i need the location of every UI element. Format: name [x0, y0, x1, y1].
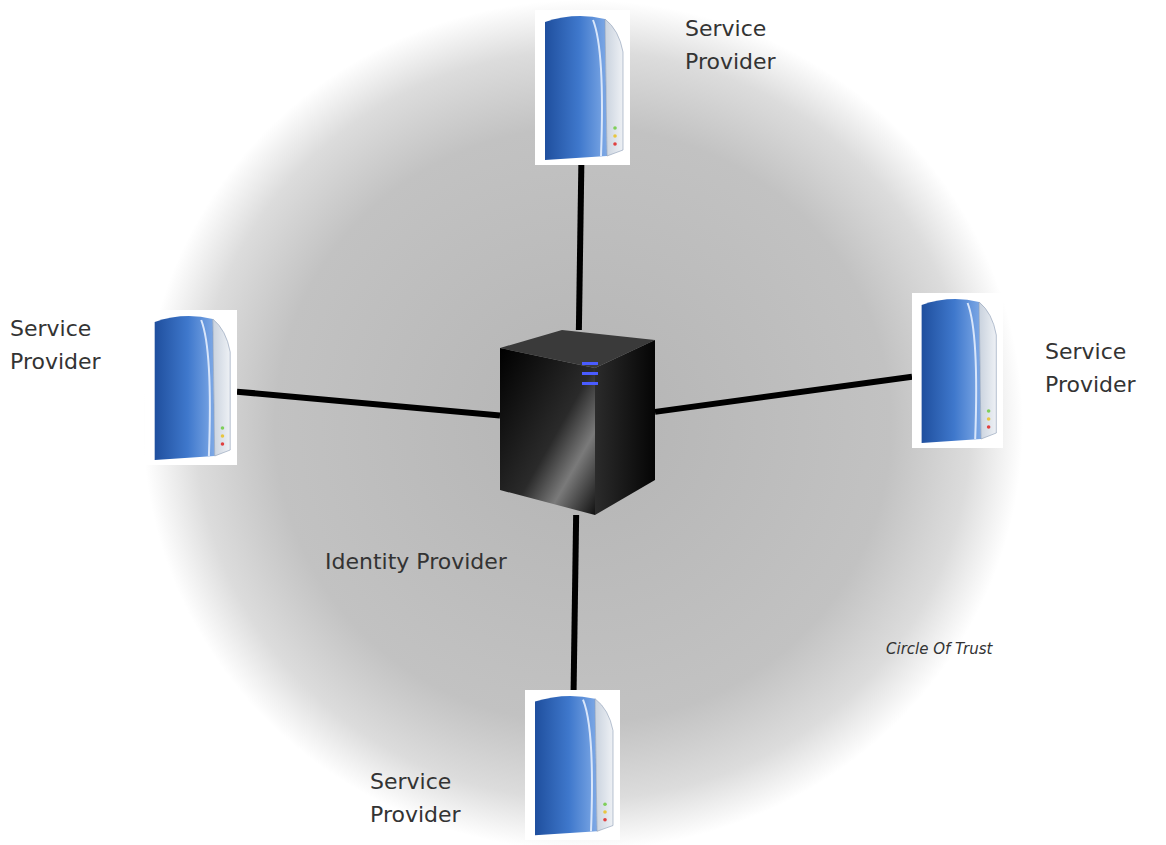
service-provider-node: Service Provider: [10, 310, 239, 467]
status-light: [221, 426, 225, 430]
service-provider-node: Service Provider: [535, 10, 778, 167]
server-icon-blue: [525, 690, 620, 840]
server-side: [213, 319, 230, 456]
status-light: [603, 818, 607, 822]
trust-link: [574, 515, 577, 690]
status-light: [613, 134, 617, 138]
server-highlight: [201, 320, 210, 456]
server-front: [500, 348, 595, 515]
status-light: [987, 409, 991, 413]
server-front: [155, 316, 215, 460]
server-icon-blue: [535, 10, 630, 165]
server-icon-black: [500, 330, 655, 515]
identity-provider-node: Identity Provider: [325, 330, 657, 580]
trust-link: [579, 165, 581, 330]
server-side: [595, 699, 613, 832]
server-highlight: [593, 20, 602, 156]
server-front: [535, 696, 597, 835]
trust-link: [655, 377, 912, 412]
server-side: [605, 19, 623, 156]
node-label: Service Provider: [10, 312, 101, 378]
status-light: [221, 434, 225, 438]
node-label: Service Provider: [1045, 335, 1136, 401]
node-label: Service Provider: [370, 765, 461, 831]
drive-light: [582, 362, 598, 365]
icon-ground: [535, 10, 630, 165]
server-front: [922, 299, 981, 443]
icon-ground: [525, 690, 620, 840]
trust-ground: [143, 0, 1023, 845]
status-light: [603, 810, 607, 814]
status-light: [221, 442, 225, 446]
server-icon-blue: [912, 293, 1003, 448]
node-label: Identity Provider: [325, 545, 507, 578]
status-light: [603, 802, 607, 806]
server-side: [595, 340, 655, 515]
drive-light: [582, 382, 598, 385]
icon-ground: [912, 293, 1003, 448]
server-highlight: [968, 303, 977, 439]
region-label: Circle Of Trust: [886, 640, 992, 658]
service-provider-node: Service Provider: [370, 690, 622, 842]
status-light: [613, 142, 617, 146]
icon-ground: [145, 310, 237, 465]
server-icon-blue: [145, 310, 237, 465]
status-light: [987, 425, 991, 429]
drive-light: [582, 372, 598, 375]
status-light: [613, 126, 617, 130]
trust-link: [237, 392, 500, 416]
server-highlight: [583, 700, 592, 832]
status-light: [987, 417, 991, 421]
server-side: [979, 302, 996, 439]
node-label: Service Provider: [685, 12, 776, 78]
service-provider-node: Service Provider: [912, 293, 1138, 450]
server-front: [545, 16, 607, 160]
